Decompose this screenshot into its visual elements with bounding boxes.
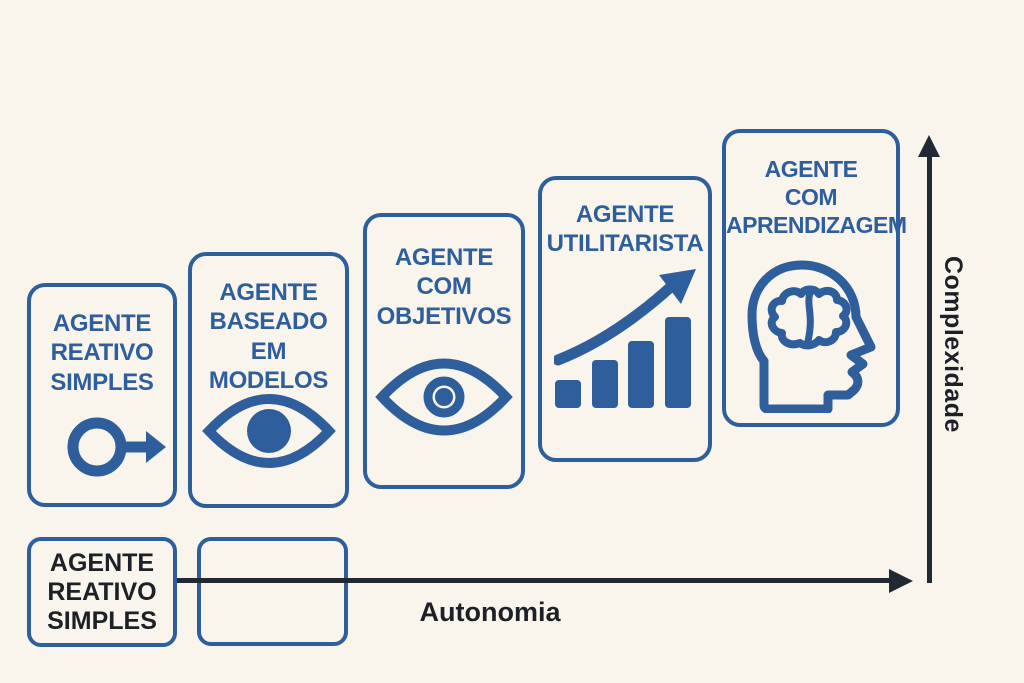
card-title: AGENTE UTILITARISTA	[546, 201, 704, 258]
card-title: AGENTE BASEADO EM MODELOS	[208, 279, 329, 394]
y-axis-line	[927, 155, 932, 583]
y-axis-label: Complexidade	[939, 256, 967, 433]
circle-arrow-icon	[67, 415, 167, 479]
card-title: AGENTE REATIVO SIMPLES	[50, 310, 154, 396]
x-axis-line	[177, 578, 891, 583]
eye-ring-icon	[375, 351, 513, 443]
y-axis-arrowhead-icon	[918, 135, 940, 157]
growth-chart-icon	[554, 268, 696, 408]
card-agente-com-objetivos: AGENTE COM OBJETIVOS	[363, 213, 525, 489]
eye-filled-icon	[201, 386, 336, 476]
card-title: AGENTE COM APRENDIZAGEM	[726, 156, 907, 239]
legend-box-empty	[197, 537, 348, 646]
card-agente-baseado-em-modelos: AGENTE BASEADO EM MODELOS	[188, 252, 349, 508]
legend-box-title: AGENTE REATIVO SIMPLES	[47, 548, 157, 635]
card-agente-reativo-simples: AGENTE REATIVO SIMPLES	[27, 283, 177, 507]
legend-box-agente-reativo-simples: AGENTE REATIVO SIMPLES	[27, 537, 177, 647]
card-agente-com-aprendizagem: AGENTE COM APRENDIZAGEM	[722, 129, 907, 427]
x-axis-label: Autonomia	[419, 597, 561, 627]
head-brain-icon	[744, 257, 878, 413]
card-agente-utilitarista: AGENTE UTILITARISTA	[538, 176, 712, 462]
card-title: AGENTE COM OBJETIVOS	[376, 244, 512, 330]
x-axis-arrowhead-icon	[889, 569, 913, 593]
